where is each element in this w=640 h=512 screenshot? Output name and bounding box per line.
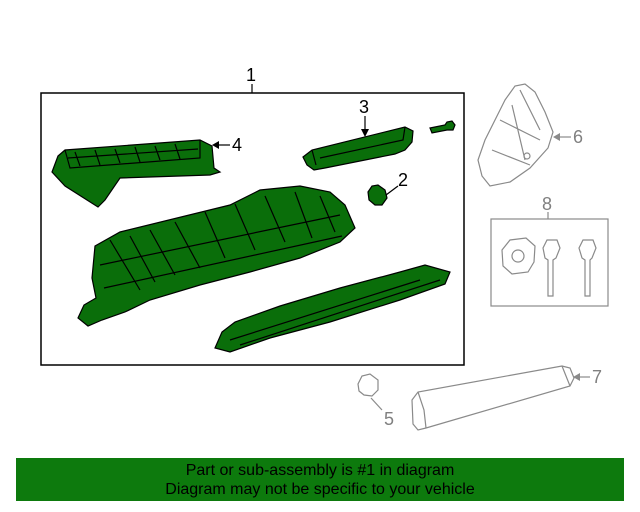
callout-8-label: 8 (542, 194, 552, 214)
part-2-clip[interactable] (367, 184, 388, 206)
part-glove-box-housing[interactable] (77, 185, 356, 327)
callout-5-leader (370, 397, 383, 411)
callout-3-label: 3 (359, 97, 369, 117)
callout-7-arrow (573, 373, 580, 381)
callout-5-label: 5 (384, 409, 394, 429)
lock-keys-frame (490, 218, 609, 307)
banner-line-1: Part or sub-assembly is #1 in diagram (185, 462, 455, 479)
part-4-tray-lid[interactable] (51, 139, 222, 208)
callout-7-label: 7 (592, 367, 602, 387)
banner-line-2: Diagram may not be specific to your vehi… (165, 481, 475, 498)
part-6-hinge-bracket[interactable] (477, 83, 554, 187)
part-8-lock-cylinder[interactable] (501, 237, 536, 275)
callout-4-label: 4 (232, 135, 242, 155)
part-7-strip[interactable] (411, 365, 575, 431)
parts-diagram: 1 4 3 2 6 8 (40, 65, 609, 431)
info-banner: Part or sub-assembly is #1 in diagram Di… (16, 458, 624, 501)
callout-4-arrow (212, 141, 219, 149)
part-door-trim[interactable] (214, 264, 451, 353)
part-screw[interactable] (429, 120, 456, 134)
callout-6-arrow (553, 133, 560, 141)
callout-1-label: 1 (246, 65, 256, 85)
callout-3-arrow (361, 129, 369, 137)
callout-2-label: 2 (398, 170, 408, 190)
part-3-bracket[interactable] (302, 126, 414, 171)
part-8-key-1[interactable] (542, 239, 561, 297)
part-8-key-2[interactable] (578, 239, 597, 297)
part-5-clip[interactable] (357, 373, 379, 397)
callout-6-label: 6 (573, 127, 583, 147)
callout-2-leader (385, 185, 399, 196)
